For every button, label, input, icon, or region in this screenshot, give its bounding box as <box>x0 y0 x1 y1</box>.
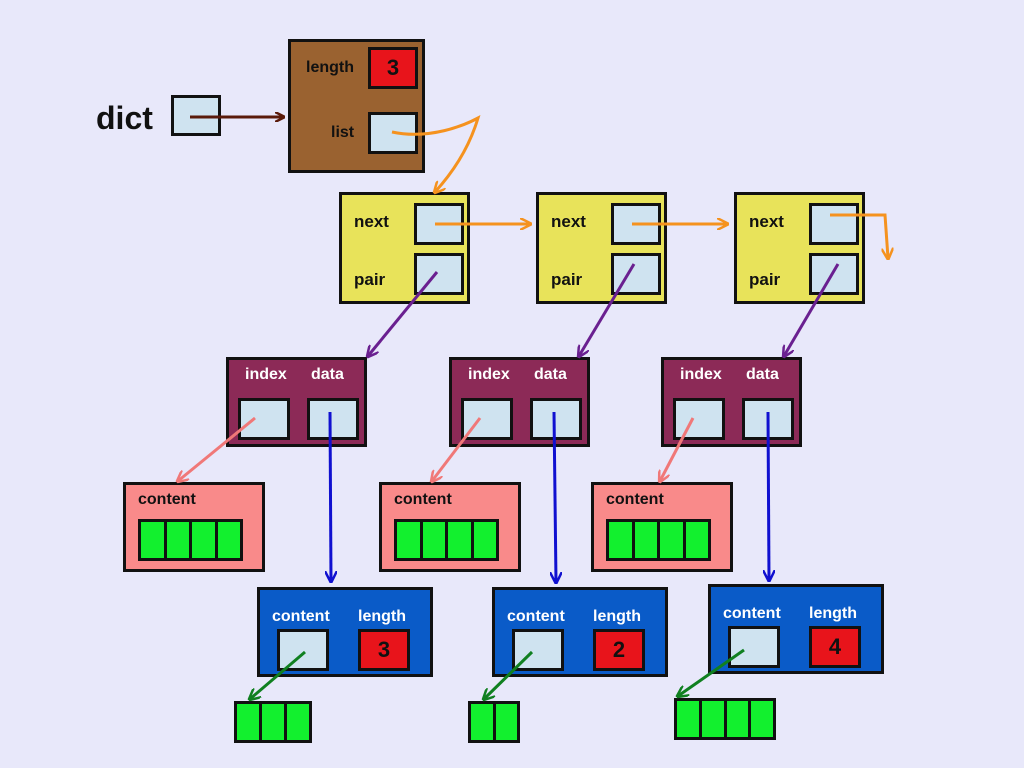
content-label: content <box>507 608 565 625</box>
data-arrow-3 <box>768 411 769 580</box>
next-pointer-cell <box>809 203 859 245</box>
pair-box-2: index data <box>449 357 590 447</box>
char-cell <box>727 701 752 737</box>
value-char-array-1 <box>234 701 312 743</box>
value-char-array-3 <box>674 698 776 740</box>
list-node-2: next pair <box>536 192 667 304</box>
value-char-array-2 <box>468 701 520 743</box>
char-cell <box>262 704 287 740</box>
list-node-1: next pair <box>339 192 470 304</box>
content-arrow-2 <box>484 650 534 699</box>
index-label: index <box>468 366 510 383</box>
char-cell <box>237 704 262 740</box>
char-cell <box>702 701 727 737</box>
list-to-node-arrow <box>391 114 481 192</box>
key-string-box-3: content <box>591 482 733 572</box>
data-pointer-cell <box>530 398 582 440</box>
char-cell <box>397 522 423 558</box>
pair-pointer-cell <box>809 253 859 295</box>
list-label: list <box>331 124 355 141</box>
data-label: data <box>311 366 344 383</box>
content-label: content <box>723 605 781 622</box>
index-pointer-cell <box>673 398 725 440</box>
data-arrow-1 <box>330 411 331 581</box>
length-label: length <box>593 608 641 625</box>
char-cell <box>471 704 496 740</box>
char-cell <box>192 522 218 558</box>
char-cell <box>448 522 474 558</box>
index-arrow-1 <box>178 416 256 481</box>
data-arrow-2 <box>554 411 556 582</box>
char-cell <box>423 522 448 558</box>
pair-arrow-2 <box>579 263 636 356</box>
char-cell <box>635 522 660 558</box>
length-label: length <box>306 59 354 76</box>
length-value: 3 <box>358 629 410 671</box>
pair-label: pair <box>354 270 386 289</box>
content-label: content <box>606 491 664 508</box>
char-cell <box>141 522 167 558</box>
key-char-array <box>606 519 711 561</box>
dict-label: dict <box>96 100 153 136</box>
content-label: content <box>272 608 330 625</box>
data-pointer-cell <box>742 398 794 440</box>
pair-label: pair <box>551 270 583 289</box>
data-label: data <box>534 366 567 383</box>
content-pointer-cell <box>728 626 780 668</box>
length-label: length <box>809 605 857 622</box>
content-arrow-1 <box>250 650 306 699</box>
key-char-array <box>394 519 499 561</box>
index-label: index <box>680 366 722 383</box>
next-label: next <box>354 212 389 231</box>
index-arrow-2 <box>432 417 482 481</box>
char-cell <box>609 522 635 558</box>
char-cell <box>677 701 702 737</box>
next-label: next <box>551 212 586 231</box>
key-string-box-1: content <box>123 482 265 572</box>
content-arrow-3 <box>678 648 745 696</box>
length-value: 2 <box>593 629 645 671</box>
length-value: 4 <box>809 626 861 668</box>
pair-box-3: index data <box>661 357 802 447</box>
content-label: content <box>394 491 452 508</box>
next-label: next <box>749 212 784 231</box>
index-pointer-cell <box>238 398 290 440</box>
char-cell <box>167 522 192 558</box>
key-string-box-2: content <box>379 482 521 572</box>
value-string-box-3: content length 4 <box>708 584 884 674</box>
content-pointer-cell <box>277 629 329 671</box>
dict-header-box: length 3 list <box>288 39 425 173</box>
data-label: data <box>746 366 779 383</box>
char-cell <box>660 522 686 558</box>
pair-arrow-3 <box>784 263 840 356</box>
data-pointer-cell <box>307 398 359 440</box>
length-label: length <box>358 608 406 625</box>
value-string-box-1: content length 3 <box>257 587 433 677</box>
list-node-3: next pair <box>734 192 865 304</box>
pair-box-1: index data <box>226 357 367 447</box>
pair-label: pair <box>749 270 781 289</box>
key-char-array <box>138 519 243 561</box>
index-label: index <box>245 366 287 383</box>
length-value: 3 <box>368 47 418 89</box>
pair-arrow-1 <box>368 271 439 356</box>
content-label: content <box>138 491 196 508</box>
next-arrow-end <box>830 213 888 258</box>
index-arrow-3 <box>660 417 695 481</box>
